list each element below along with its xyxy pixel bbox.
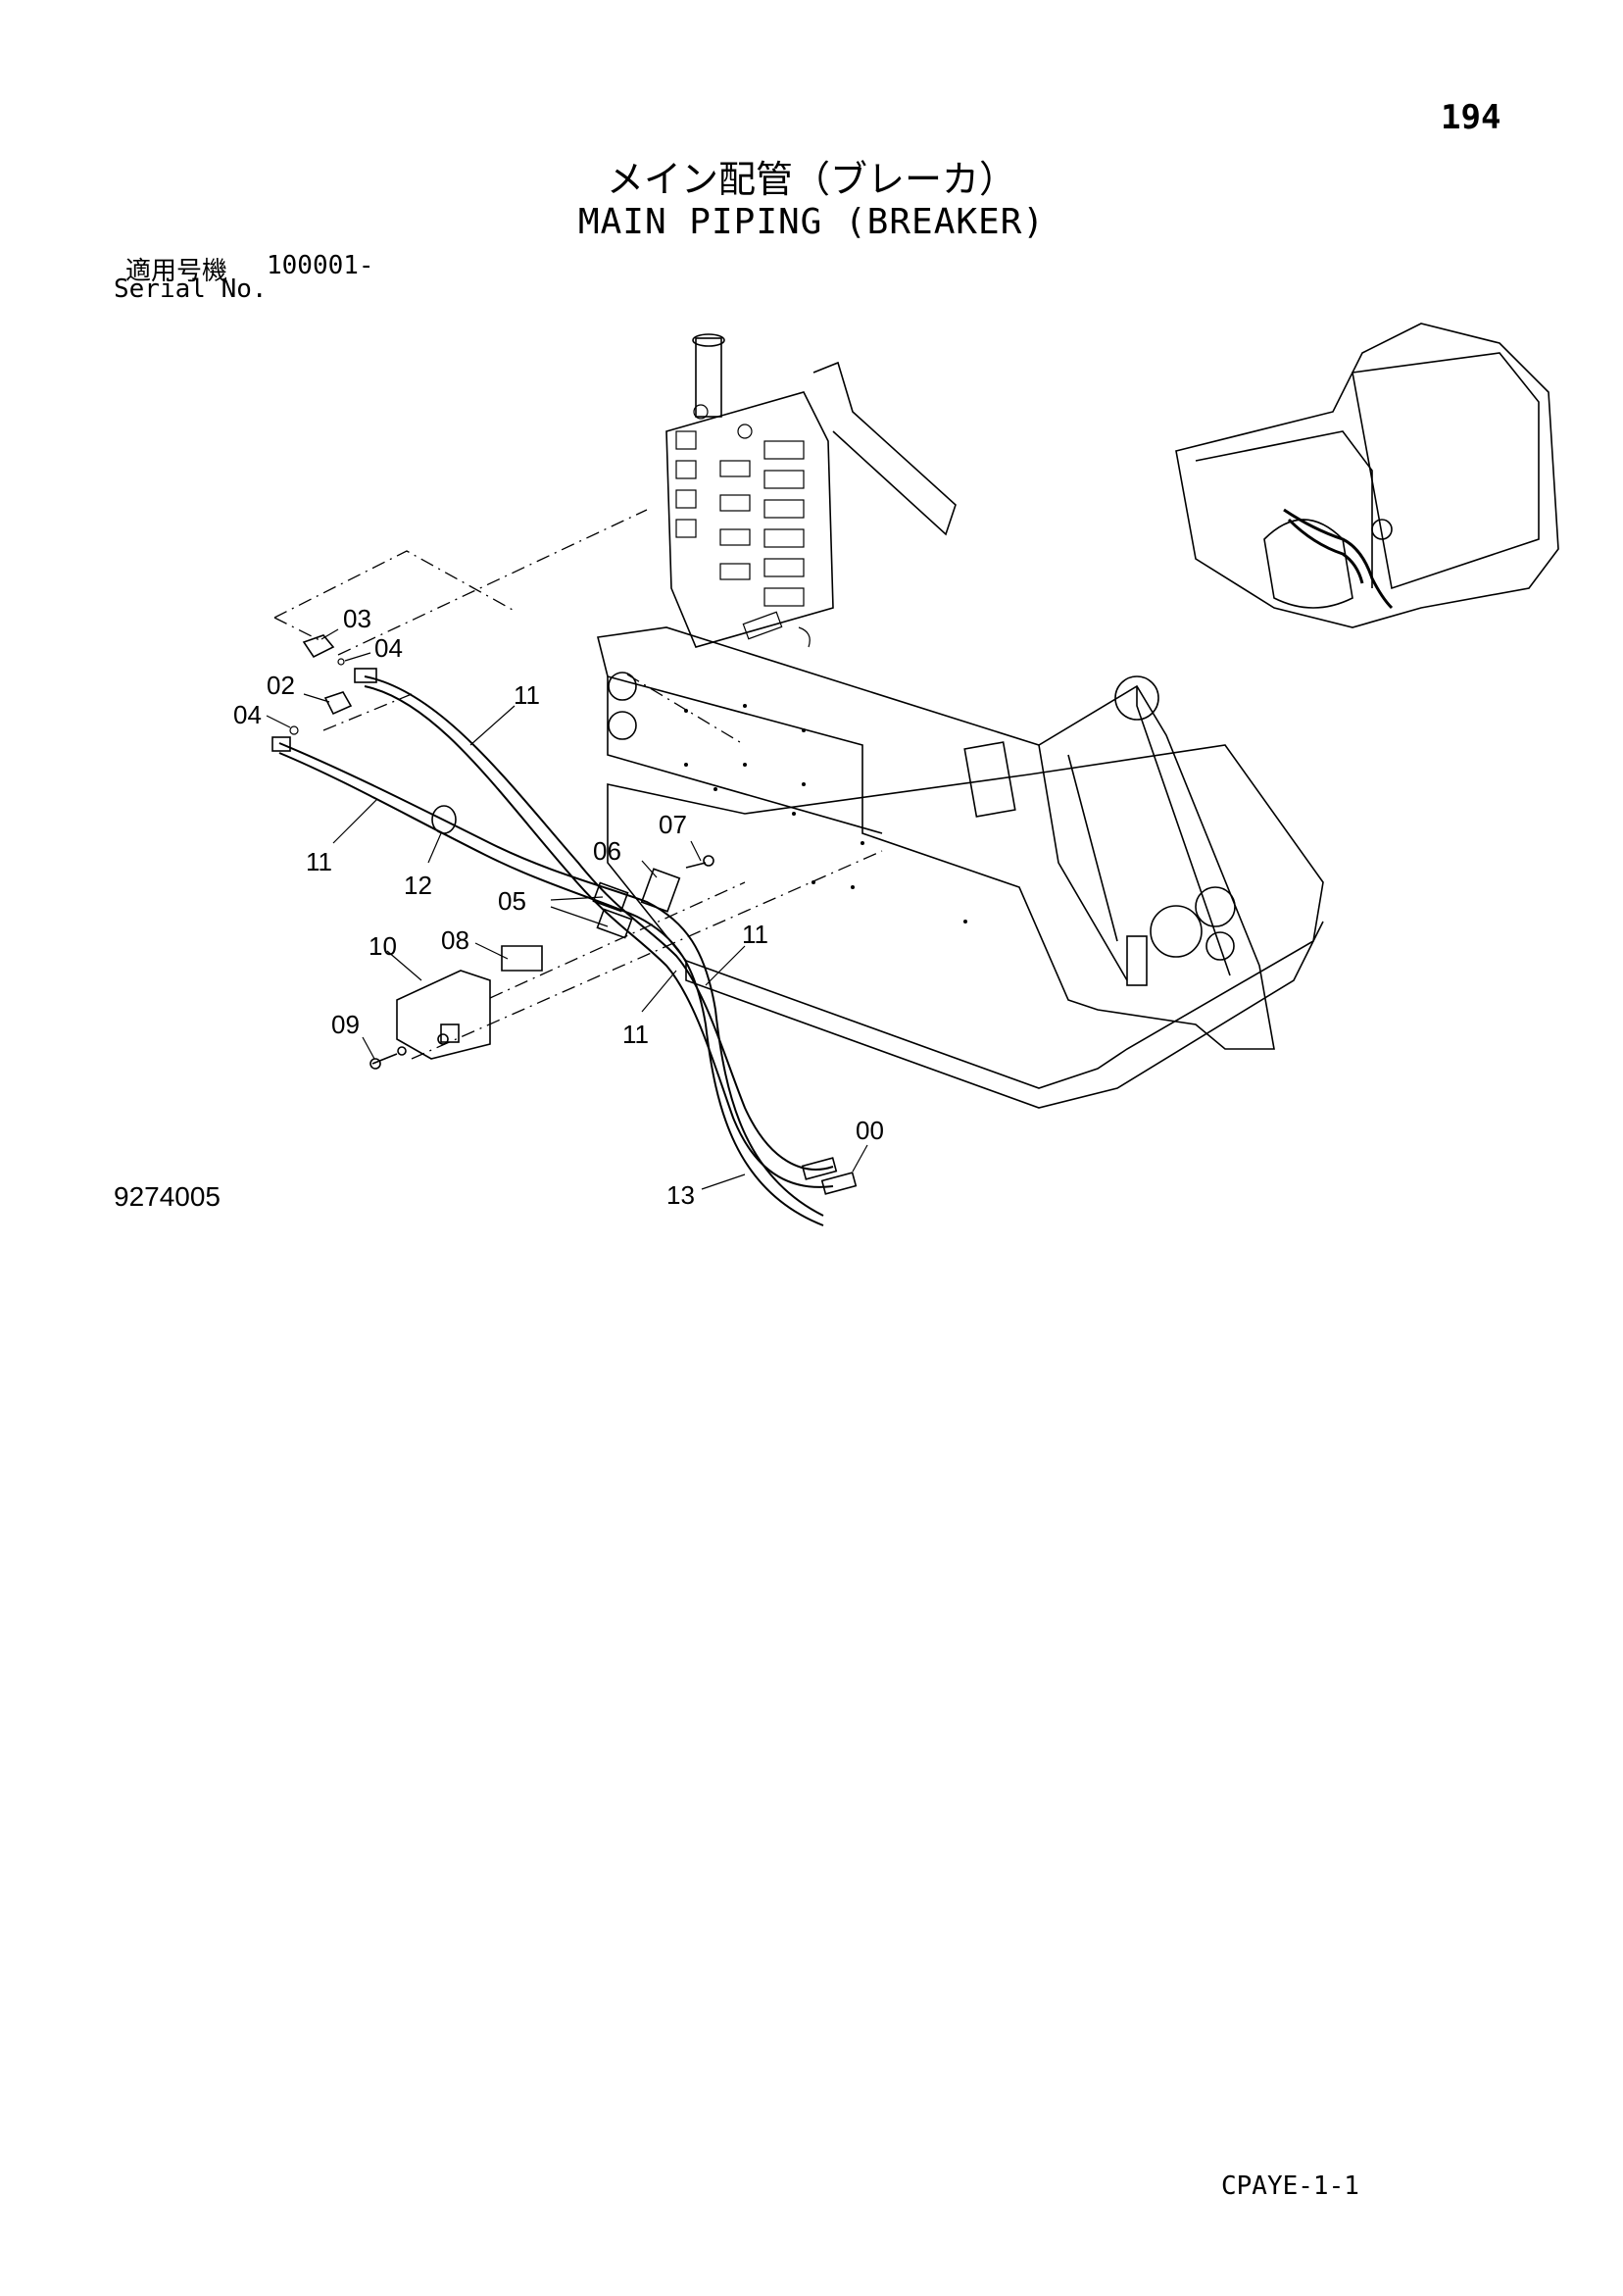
- callout-03: 03: [343, 604, 371, 633]
- callout-11: 11: [622, 1020, 649, 1049]
- serial-number-range: 100001-: [267, 251, 374, 280]
- callout-07: 07: [659, 810, 687, 839]
- callout-labels: 03 04 02 04 11 11 12 07 06 05 10 08 09 1…: [233, 604, 884, 1210]
- page-title-japanese: メイン配管（ブレーカ）: [606, 158, 1016, 201]
- callout-13: 13: [666, 1180, 695, 1210]
- callout-10: 10: [369, 931, 397, 961]
- upper-frame: [597, 626, 1324, 1109]
- drawing-id: 9274005: [114, 1181, 221, 1212]
- page-title-english: MAIN PIPING (BREAKER): [577, 202, 1046, 242]
- serial-label-english: Serial No.: [114, 275, 268, 304]
- dashed-reference-lines: [273, 509, 883, 1060]
- callout-12: 12: [404, 871, 432, 900]
- serial-label-japanese: 適用号機: [125, 257, 228, 286]
- callout-02: 02: [267, 671, 295, 700]
- page-number: 194: [1441, 98, 1501, 137]
- footer-code: CPAYE-1-1: [1221, 2171, 1359, 2201]
- control-valve: [665, 333, 957, 648]
- callout-09: 09: [331, 1010, 360, 1039]
- callout-06: 06: [593, 836, 621, 866]
- callout-04: 04: [374, 633, 403, 663]
- callout-11: 11: [742, 920, 768, 949]
- callout-11: 11: [514, 680, 540, 710]
- hoses: [278, 675, 834, 1226]
- callout-08: 08: [441, 925, 469, 955]
- callout-11: 11: [306, 847, 332, 876]
- fittings: [271, 634, 858, 1195]
- callout-05: 05: [498, 886, 526, 916]
- cab-outline: [1175, 323, 1559, 628]
- callout-04: 04: [233, 700, 262, 729]
- callout-00: 00: [856, 1116, 884, 1145]
- leader-lines: [266, 628, 868, 1190]
